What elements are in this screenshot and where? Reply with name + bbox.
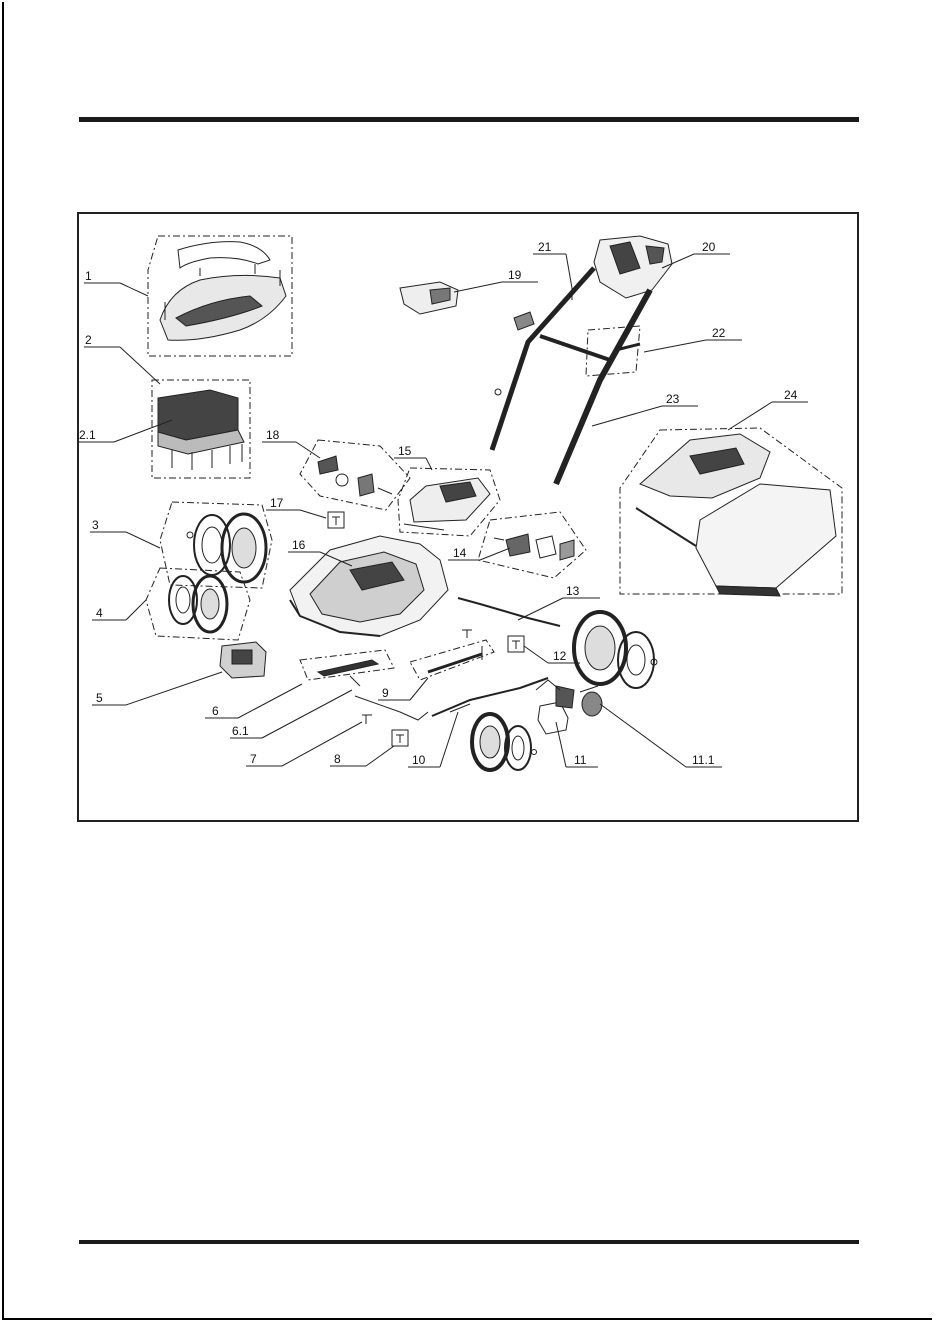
label-4: 4: [96, 606, 103, 620]
label-5: 5: [96, 691, 103, 705]
label-11: 11: [574, 753, 587, 767]
part-large-wheels: [574, 612, 657, 688]
label-11-1: 11.1: [692, 753, 715, 767]
part-screw-8: [392, 730, 408, 746]
part-motor: [152, 380, 250, 478]
part-battery: [398, 468, 500, 536]
part-rear-wheels: [160, 502, 272, 588]
label-2-1: 2.1: [79, 428, 96, 442]
label-19: 19: [508, 268, 522, 282]
label-2: 2: [85, 333, 92, 347]
label-12: 12: [553, 649, 567, 663]
label-8: 8: [334, 752, 341, 766]
label-21: 21: [538, 240, 552, 254]
part-top-cover: [148, 236, 292, 356]
part-small-wheels: [472, 714, 537, 770]
part-bracket: [536, 680, 574, 734]
part-cap: [580, 686, 602, 716]
label-13: 13: [566, 584, 580, 598]
label-23: 23: [666, 392, 680, 406]
label-15: 15: [398, 444, 412, 458]
label-9: 9: [382, 686, 389, 700]
part-clip: [400, 282, 458, 314]
label-18: 18: [266, 428, 280, 442]
label-3: 3: [92, 518, 99, 532]
part-switch-assembly: [478, 512, 586, 578]
part-grass-box: [620, 428, 842, 596]
part-handle-clamps: [300, 440, 410, 510]
label-1: 1: [85, 269, 92, 283]
label-10: 10: [412, 753, 426, 767]
part-screw-17: [328, 512, 344, 528]
label-16: 16: [292, 538, 306, 552]
part-safety-key: [220, 642, 266, 678]
label-20: 20: [702, 240, 716, 254]
label-24: 24: [784, 388, 798, 402]
part-blade: [300, 650, 394, 686]
label-6: 6: [212, 704, 219, 718]
part-height-bar: [410, 640, 494, 680]
label-7: 7: [250, 752, 257, 766]
label-22: 22: [712, 326, 726, 340]
label-6-1: 6.1: [232, 724, 249, 738]
part-deck: [290, 536, 448, 636]
label-14: 14: [453, 546, 467, 560]
label-17: 17: [270, 496, 284, 510]
part-axle: [432, 678, 548, 716]
